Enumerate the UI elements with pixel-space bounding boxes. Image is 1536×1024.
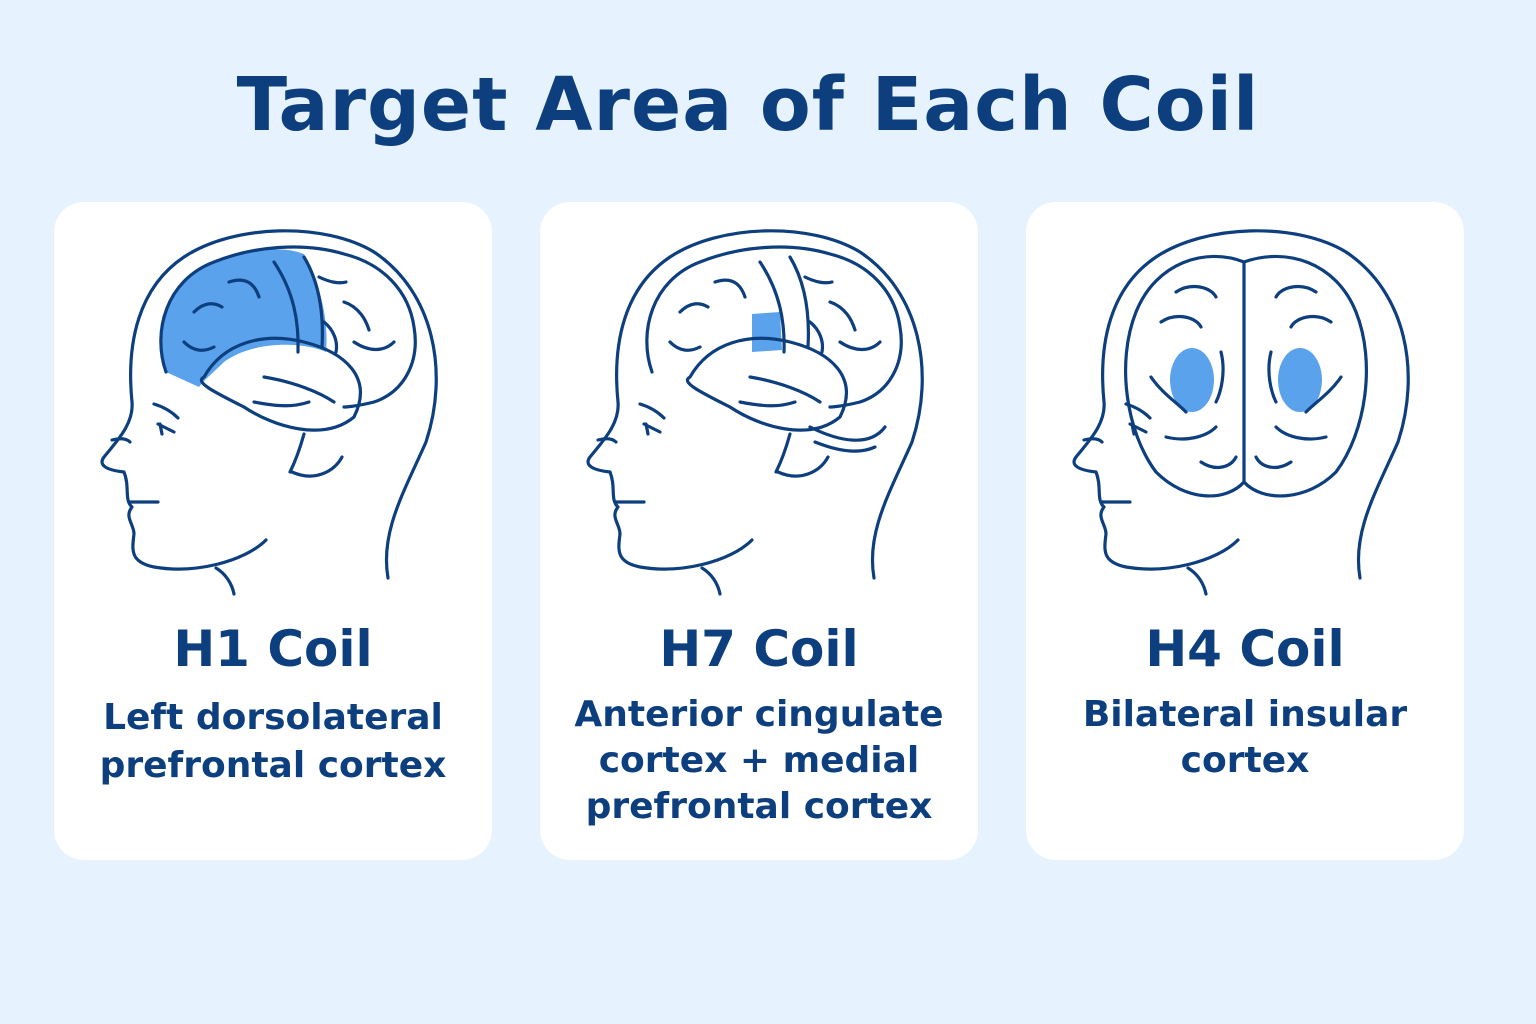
page-title: Target Area of Each Coil [236, 62, 1260, 148]
left-insula-highlight [1170, 348, 1214, 412]
brain-h1-illustration-icon [100, 229, 438, 596]
brain-h4-illustration-icon [1072, 229, 1410, 596]
coil-name: H4 Coil [1145, 620, 1345, 678]
coil-description: Left dorsolateral prefrontal cortex [99, 697, 447, 786]
brain-h7-illustration-icon [586, 229, 924, 596]
dlpfc-highlight [160, 249, 327, 387]
card-h7-coil: H7 Coil Anterior cingulate cortex + medi… [540, 202, 978, 860]
right-insula-highlight [1278, 348, 1322, 412]
card-h4-coil: H4 Coil Bilateral insular cortex [1026, 202, 1464, 860]
coil-description: Bilateral insular cortex [1082, 694, 1408, 781]
coil-description: Anterior cingulate cortex + medial prefr… [574, 694, 944, 827]
card-h1-coil: H1 Coil Left dorsolateral prefrontal cor… [54, 202, 492, 860]
acc-mpfc-highlight [752, 312, 782, 352]
coil-name: H7 Coil [659, 620, 859, 678]
coil-name: H1 Coil [173, 620, 373, 678]
